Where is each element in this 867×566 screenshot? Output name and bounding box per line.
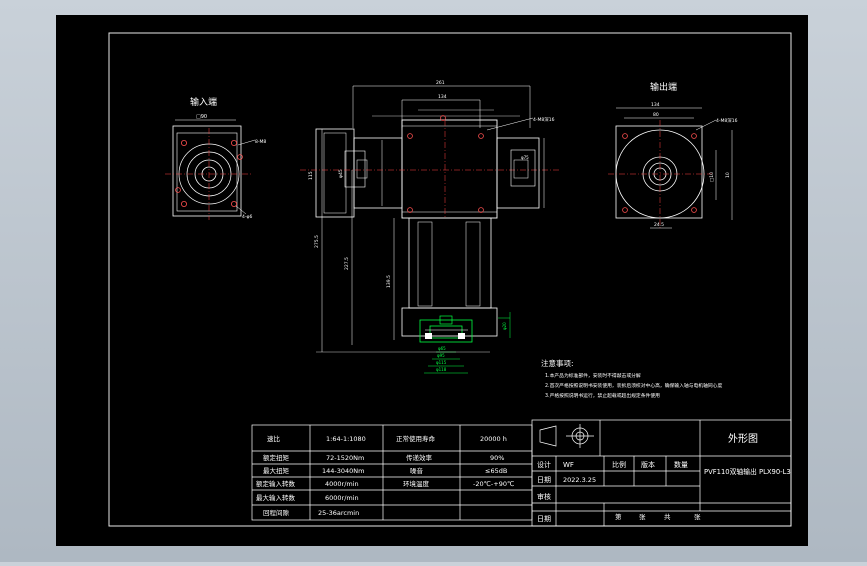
main-dim-flange-d: φ118: [436, 367, 447, 372]
input-dim-square: □90: [196, 114, 207, 120]
spec-cell-1-2: 传递效率: [406, 453, 433, 462]
main-dim-height-c: 139.5: [386, 275, 392, 288]
input-dim-holes-a: 8-M8: [255, 139, 266, 145]
spec-cell-2-0: 最大扭矩: [263, 466, 290, 475]
drawing-title: 外形图: [728, 433, 758, 445]
spec-cell-4-0: 最大输入转数: [256, 493, 296, 502]
main-dim-flange-b: φ95: [437, 353, 445, 358]
output-view: 输出端 134 80 4-M8深16 24.5 □10 10: [608, 81, 738, 229]
output-dim-key: 24.5: [654, 222, 664, 228]
spec-cell-3-3: -20℃-+90℃: [473, 480, 514, 488]
review-label: 审核: [537, 492, 551, 501]
page-label-4: 张: [694, 512, 701, 521]
output-dim-width: 134: [651, 102, 660, 108]
page-label-3: 共: [664, 512, 671, 521]
main-dim-flange-h: φ20: [502, 322, 507, 330]
main-dim-left-shaft-b: φ45: [338, 169, 344, 178]
spec-cell-5-1: 25-36arcmin: [318, 509, 359, 517]
spec-cell-3-0: 额定输入转数: [256, 479, 296, 488]
spec-cell-1-3: 90%: [490, 454, 504, 462]
qty-label: 数量: [674, 460, 688, 469]
page-label-1: 第: [615, 512, 622, 521]
drawing-frame: [108, 32, 792, 527]
date-label: 日期: [537, 476, 551, 484]
spec-cell-2-3: ≤65dB: [485, 467, 507, 475]
main-dim-left-shaft-a: 115: [308, 171, 314, 180]
spec-cell-2-1: 144-3040Nm: [322, 467, 365, 475]
main-dim-flange-c: φ115: [436, 360, 447, 365]
design-date: 2022.3.25: [563, 476, 596, 484]
input-view: 输入端 □90 8-M8 4-φ6: [165, 96, 266, 220]
main-view: 261 134 115 φ45 4-M8深16 φ75: [300, 80, 560, 374]
spec-cell-2-2: 噪音: [410, 466, 424, 475]
spec-cell-0-1: 1:64-1:1080: [326, 435, 366, 443]
spec-cell-4-1: 6000r/min: [325, 494, 359, 502]
notes-title: 注意事项:: [541, 358, 574, 368]
design-label: 设计: [537, 460, 551, 469]
spec-cell-0-0: 速比: [267, 434, 281, 443]
main-dim-body-width: 134: [438, 94, 447, 100]
spec-cell-3-2: 环境温度: [403, 479, 430, 488]
notes-line-2: 2.首次严格按照说明书安装使用，装拆后须校对中心高，确保输入轴与电机轴同心度: [545, 382, 722, 389]
output-dim-side-a: □10: [709, 172, 715, 182]
output-dim-side-b: 10: [725, 172, 731, 178]
spec-cell-3-1: 4000r/min: [325, 480, 359, 488]
output-view-title: 输出端: [650, 81, 677, 93]
output-dim-inner: 80: [653, 112, 659, 118]
designer: WF: [563, 461, 574, 469]
main-dim-thread: 4-M8深16: [533, 116, 555, 123]
version-label: 版本: [641, 460, 655, 469]
main-dim-flange-a: φ65: [438, 346, 446, 351]
ratio-label: 比例: [612, 460, 626, 469]
spec-table: [251, 424, 533, 521]
title-block-text: 外形图 PVF110双轴输出 PLX90-L3 设计 WF 比例 版本 数量 日…: [537, 433, 791, 523]
spec-cell-5-0: 回程间隙: [263, 508, 290, 517]
notes: 注意事项: 1.本产品为标准部件，安装时不得敲击或分解 2.首次严格按照说明书安…: [541, 358, 722, 399]
notes-line-3: 3.严格按照说明书运行，禁止超载或超出规定条件使用: [545, 392, 660, 399]
spec-cell-0-2: 正常使用寿命: [396, 434, 436, 443]
part-name: PVF110双轴输出 PLX90-L3: [704, 467, 791, 476]
output-dim-thread: 4-M8深16: [716, 117, 738, 124]
main-dim-height-a: 275.5: [314, 235, 320, 248]
input-dim-holes-b: 4-φ6: [242, 214, 252, 220]
notes-line-1: 1.本产品为标准部件，安装时不得敲击或分解: [545, 372, 641, 379]
main-dim-right-shaft: φ75: [521, 155, 529, 160]
spec-cell-1-1: 72-1520Nm: [326, 454, 364, 462]
input-view-title: 输入端: [190, 96, 217, 108]
page-label-2: 张: [639, 512, 646, 521]
spec-cell-0-3: 20000 h: [480, 435, 507, 443]
title-block: [531, 419, 792, 527]
spec-cell-1-0: 额定扭矩: [263, 453, 290, 462]
main-dim-height-b: 227.5: [344, 257, 350, 270]
spec-table-text: 速比 1:64-1:1080 正常使用寿命 20000 h 额定扭矩 72-15…: [256, 434, 514, 517]
date2-label: 日期: [537, 515, 551, 523]
main-dim-total-width: 261: [436, 80, 445, 86]
